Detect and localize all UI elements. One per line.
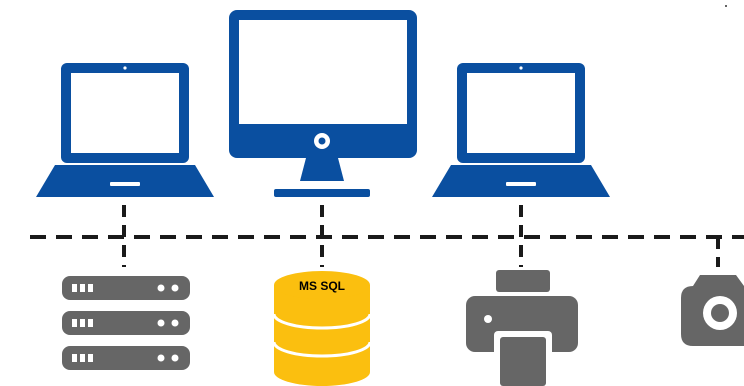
server-unit-1 (62, 276, 190, 300)
desktop-monitor-icon (229, 10, 417, 197)
laptop-left-icon (36, 63, 214, 197)
database-label: MS SQL (299, 279, 345, 293)
database-icon: MS SQL (272, 271, 372, 386)
top-connectors (122, 205, 720, 267)
printer-icon (466, 270, 578, 386)
laptop-right-icon (432, 63, 610, 197)
server-icon (62, 276, 190, 370)
server-unit-3 (62, 346, 190, 370)
corner-dot (725, 5, 727, 7)
server-unit-2 (62, 311, 190, 335)
camera-icon (681, 275, 744, 346)
